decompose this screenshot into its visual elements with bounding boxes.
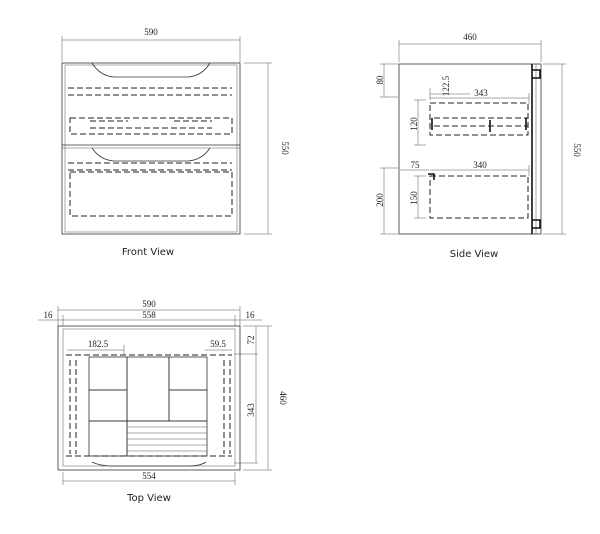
front-height-dimension: 550 — [244, 62, 290, 235]
side-outline — [398, 63, 542, 235]
side-lower-offset-label: 75 — [411, 160, 421, 170]
top-left-side-label: 16 — [44, 310, 54, 320]
side-inner-dimensions: 122.5 343 120 75 340 150 — [400, 75, 530, 219]
top-back-gap-label: 72 — [246, 336, 256, 345]
top-drawer-depth-label: 343 — [246, 403, 256, 417]
side-upper-drawer-height-label: 120 — [409, 117, 419, 131]
side-top-gap-label: 80 — [375, 75, 385, 85]
front-view-caption: Front View — [122, 247, 174, 258]
front-width-label: 590 — [144, 27, 158, 37]
top-view-caption: Top View — [126, 493, 171, 504]
top-cutout-dimensions: 182.5 59.5 — [67, 339, 232, 355]
side-view-caption: Side View — [450, 249, 499, 260]
front-view: 590 550 Front View — [61, 27, 290, 258]
side-lower-drawer-height-label: 150 — [409, 191, 419, 205]
top-left-cut-label: 182.5 — [88, 339, 109, 349]
top-right-cut-label: 59.5 — [210, 339, 226, 349]
top-inner-width-dimension: 16 558 16 — [38, 310, 262, 326]
front-height-label: 550 — [280, 141, 290, 155]
front-outline — [61, 62, 241, 235]
top-overall-width-dimension: 590 — [57, 299, 241, 326]
top-compartment-upper-right — [168, 356, 208, 391]
top-compartment-upper-left — [88, 356, 128, 391]
top-compartment-center — [126, 356, 170, 422]
top-bottom-width-dimension: 554 — [62, 471, 236, 485]
top-compartment-mid-left — [88, 389, 128, 422]
top-compartment-mid-right — [168, 389, 208, 422]
top-overall-width-label: 590 — [142, 299, 156, 309]
side-view: 460 550 80 200 122.5 — [375, 32, 582, 260]
side-left-dimensions: 80 200 — [375, 63, 398, 235]
side-inset-label: 122.5 — [441, 75, 451, 96]
upper-handle-cutout — [91, 62, 211, 78]
side-bottom-label: 200 — [375, 193, 385, 207]
side-depth-label: 460 — [463, 32, 477, 42]
side-upper-drawer-depth-label: 343 — [474, 88, 488, 98]
top-depth-label: 460 — [278, 391, 288, 405]
top-bottom-width-label: 554 — [142, 471, 156, 481]
side-upper-drawer — [429, 102, 529, 136]
top-inner-width-label: 558 — [142, 310, 156, 320]
top-right-dimensions: 460 72 343 — [234, 325, 288, 471]
side-lower-drawer-depth-label: 340 — [473, 160, 487, 170]
side-depth-dimension: 460 — [398, 32, 542, 62]
top-view: 590 16 558 16 460 72 343 — [38, 299, 288, 504]
side-height-dimension: 550 — [543, 63, 582, 235]
top-compartment-lower-left — [88, 420, 128, 457]
top-right-side-label: 16 — [246, 310, 256, 320]
side-height-label: 550 — [572, 143, 582, 157]
side-lower-drawer — [429, 175, 529, 219]
lower-handle-cutout — [91, 147, 211, 162]
front-width-dimension: 590 — [61, 27, 241, 62]
top-outline — [57, 325, 241, 471]
